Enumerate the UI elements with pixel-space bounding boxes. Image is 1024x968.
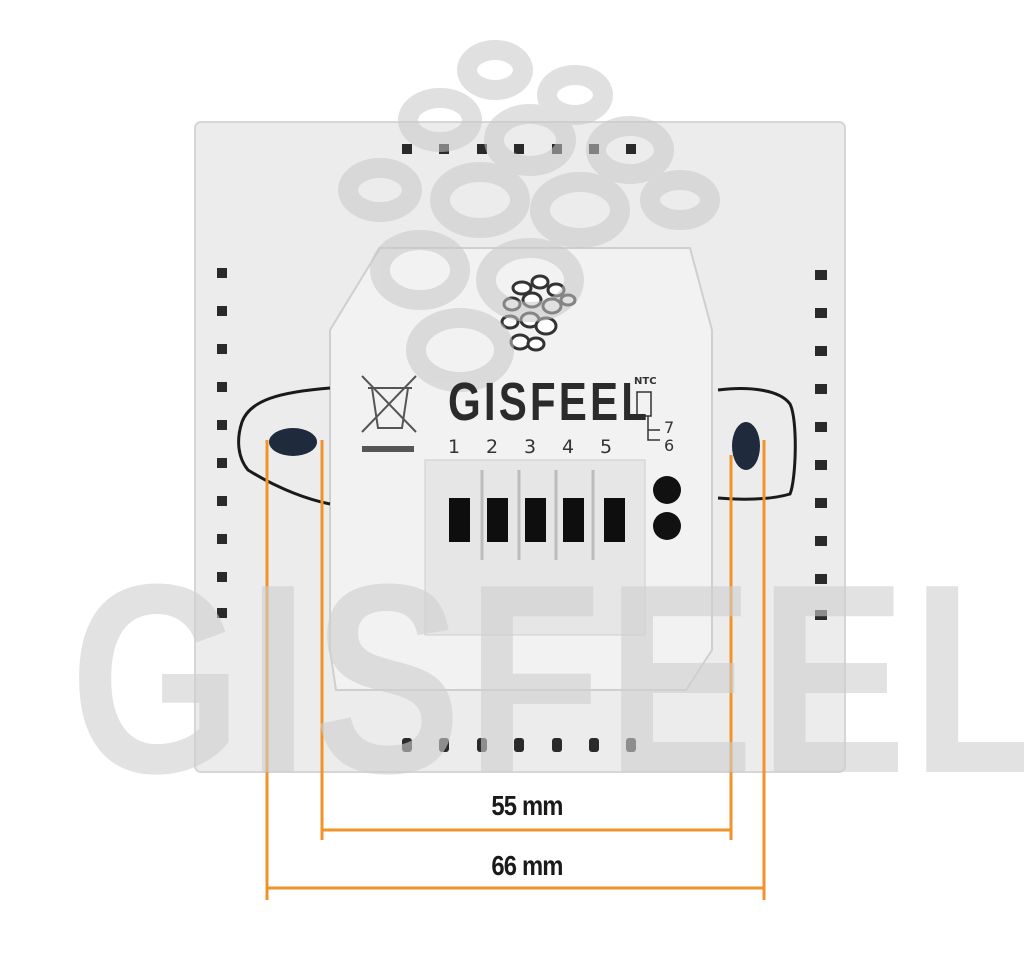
- ntc-terminal-number: 7: [664, 418, 675, 437]
- terminal-slots: [449, 498, 625, 542]
- brand-label: GISFEEL: [448, 372, 651, 432]
- right-vents: [815, 270, 827, 620]
- terminal-number: 5: [599, 436, 613, 458]
- right-mount-hole: [732, 422, 760, 470]
- terminal-block: [424, 459, 646, 636]
- ntc-sockets: [653, 476, 681, 540]
- ntc-label: NTC: [634, 376, 657, 387]
- left-vents: [217, 268, 227, 618]
- watermark-text: GISFEEL: [70, 529, 1024, 830]
- outer-dimension-label: 66 mm: [491, 850, 563, 881]
- terminal-number: 2: [485, 436, 499, 458]
- left-mount-hole: [269, 428, 317, 456]
- terminal-number: 4: [561, 436, 575, 458]
- terminal-number: 3: [523, 436, 537, 458]
- ntc-symbol-icon: [636, 391, 652, 417]
- terminal-number: 1: [447, 436, 461, 458]
- bottom-vents: [402, 738, 636, 752]
- watermark-logo: [338, 40, 720, 392]
- ntc-wire-icon: [647, 416, 660, 441]
- ntc-terminal-number: 6: [664, 436, 675, 455]
- dimension-lines: [265, 440, 766, 900]
- terminal-ribs: [480, 470, 595, 560]
- weee-bin-icon: [361, 375, 417, 452]
- right-mount-slot: [717, 387, 797, 501]
- inner-dimension-label: 55 mm: [491, 790, 563, 821]
- left-mount-slot: [237, 386, 331, 506]
